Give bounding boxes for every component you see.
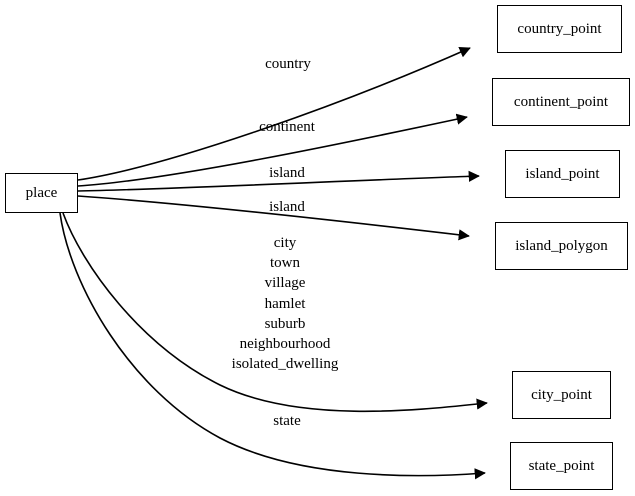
node-city-point[interactable]: city_point (512, 371, 611, 419)
edge-label-city-values: city town village hamlet suburb neighbou… (232, 233, 339, 374)
edge-place-island_polygon (77, 195, 470, 241)
edge-label-city-line-1: city (273, 235, 297, 251)
edge-place-state_point (59, 212, 486, 480)
edge-label-city-line-4: hamlet (264, 295, 306, 312)
node-place-label: place (25, 184, 58, 201)
node-continent-point[interactable]: continent_point (492, 78, 630, 126)
node-island-polygon-label: island_polygon (515, 237, 608, 254)
edge-label-country: country (265, 56, 311, 72)
node-island-point-label: island_point (525, 165, 600, 182)
node-city-point-label: city_point (531, 386, 592, 403)
node-place[interactable]: place (5, 173, 78, 213)
node-country-point-label: country_point (517, 20, 602, 37)
node-island-polygon[interactable]: island_polygon (495, 222, 628, 270)
edge-label-continent: continent (259, 119, 315, 135)
node-state-point[interactable]: state_point (510, 442, 613, 490)
edge-label-city-line-5: suburb (264, 315, 306, 332)
edge-place-city_point (62, 212, 488, 413)
edge-label-island-polygon: island (269, 199, 305, 215)
node-island-point[interactable]: island_point (505, 150, 620, 198)
edge-label-state: state (273, 413, 301, 429)
node-state-point-label: state_point (528, 457, 595, 474)
edge-label-city-line-3: village (264, 275, 306, 292)
edge-place-island_point (77, 170, 480, 192)
edge-label-city-line-6: neighbourhood (239, 336, 331, 353)
edge-place-country_point (77, 47, 471, 181)
node-country-point[interactable]: country_point (497, 5, 622, 53)
edge-label-city-line-7: isolated_dwelling (231, 356, 339, 373)
edge-label-city-line-2: town (270, 255, 300, 272)
node-continent-point-label: continent_point (513, 93, 609, 110)
edge-label-island-point: island (269, 165, 305, 181)
edge-place-continent_point (77, 113, 468, 187)
